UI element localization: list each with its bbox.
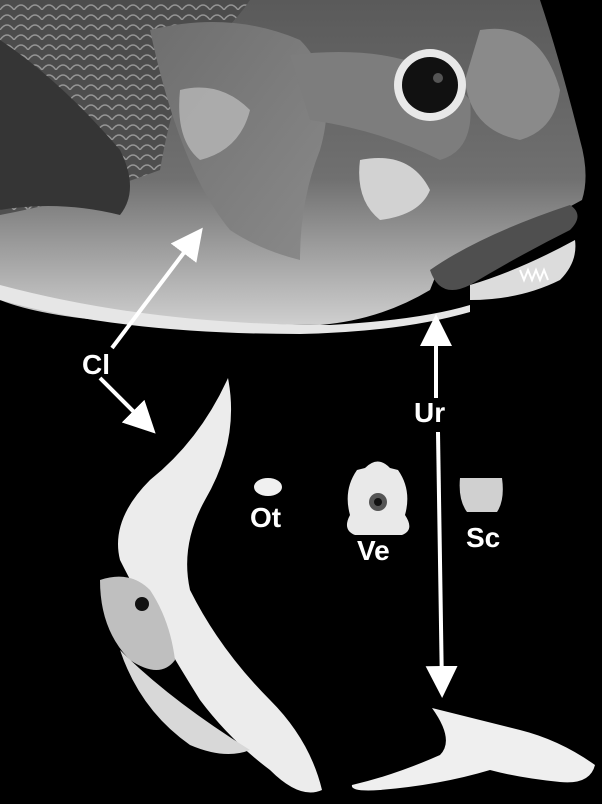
cleithrum-bone — [100, 378, 322, 793]
fish-head — [0, 0, 586, 334]
label-sc: Sc — [466, 524, 500, 552]
vertebra-bone — [347, 462, 409, 536]
label-ot: Ot — [250, 504, 281, 532]
otolith-bone — [254, 478, 282, 496]
arrow-cl-to-bone — [100, 378, 150, 428]
urohyal-bone — [352, 708, 595, 790]
scale-bone — [460, 478, 503, 512]
label-cl: Cl — [82, 351, 110, 379]
label-ve: Ve — [357, 537, 390, 565]
label-ur: Ur — [414, 399, 445, 427]
arrow-ur-to-bone — [438, 432, 442, 690]
